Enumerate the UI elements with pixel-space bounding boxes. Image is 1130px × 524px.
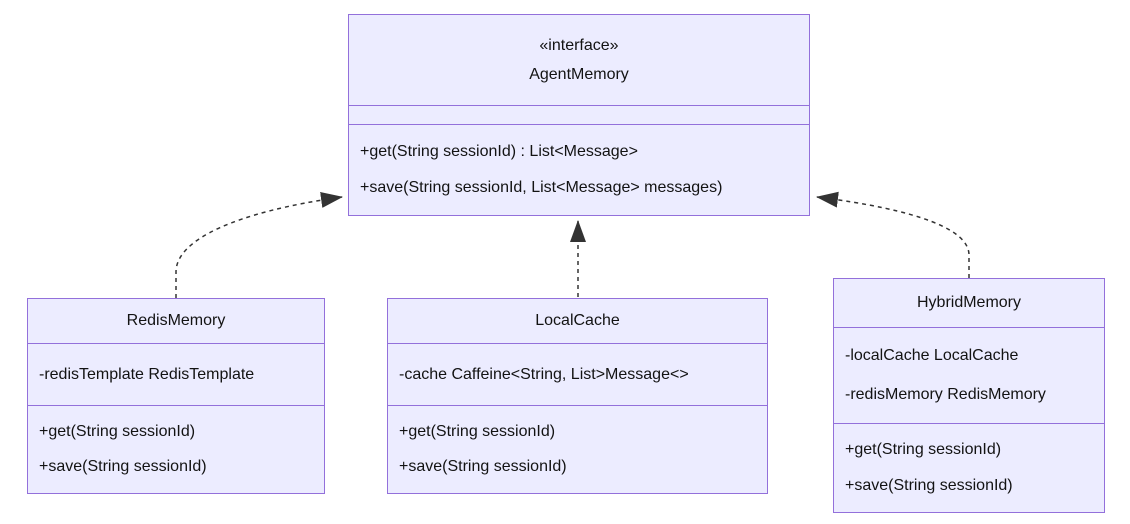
class-name: HybridMemory [916,294,1021,311]
fields-section-agentmemory [349,105,809,124]
method-row: +get(String sessionId) : List<Message> [360,142,638,160]
class-name: RedisMemory [126,312,226,329]
field-row: -redisTemplate RedisTemplate [39,365,255,383]
fields-section-localcache: -cache Caffeine<String, List>Message<> [388,343,767,405]
class-node-redismemory: RedisMemory -redisTemplate RedisTemplate… [27,298,325,494]
class-title-redismemory: RedisMemory [28,299,324,343]
class-node-hybridmemory: HybridMemory -localCache LocalCache -red… [833,278,1105,513]
method-row: +get(String sessionId) [399,422,556,440]
method-row: +save(String sessionId) [399,458,567,476]
methods-section-agentmemory: +get(String sessionId) : List<Message> +… [349,124,809,215]
class-title-localcache: LocalCache [388,299,767,343]
field-row: -redisMemory RedisMemory [845,385,1046,403]
method-row: +save(String sessionId) [845,477,1013,494]
field-row: -cache Caffeine<String, List>Message<> [399,365,689,383]
stereotype-label: «interface» [539,36,619,54]
method-row: +get(String sessionId) [845,441,1002,458]
methods-section-redismemory: +get(String sessionId) +save(String sess… [28,405,324,493]
realization-arrow-hybridmemory-to-agentmemory [816,191,970,278]
fields-section-hybridmemory: -localCache LocalCache -redisMemory Redi… [834,327,1104,423]
class-title-agentmemory: «interface» AgentMemory [349,15,809,105]
class-node-agentmemory: «interface» AgentMemory +get(String sess… [348,14,810,216]
class-name: AgentMemory [529,65,629,83]
field-row: -localCache LocalCache [845,347,1019,365]
method-row: +save(String sessionId, List<Message> me… [360,179,723,197]
methods-section-hybridmemory: +get(String sessionId) +save(String sess… [834,423,1104,512]
fields-section-redismemory: -redisTemplate RedisTemplate [28,343,324,405]
method-row: +save(String sessionId) [39,458,207,476]
class-title-hybridmemory: HybridMemory [834,279,1104,327]
realization-arrow-redismemory-to-agentmemory [175,191,343,298]
class-node-localcache: LocalCache -cache Caffeine<String, List>… [387,298,768,494]
class-name: LocalCache [535,312,620,329]
methods-section-localcache: +get(String sessionId) +save(String sess… [388,405,767,493]
method-row: +get(String sessionId) [39,422,196,440]
